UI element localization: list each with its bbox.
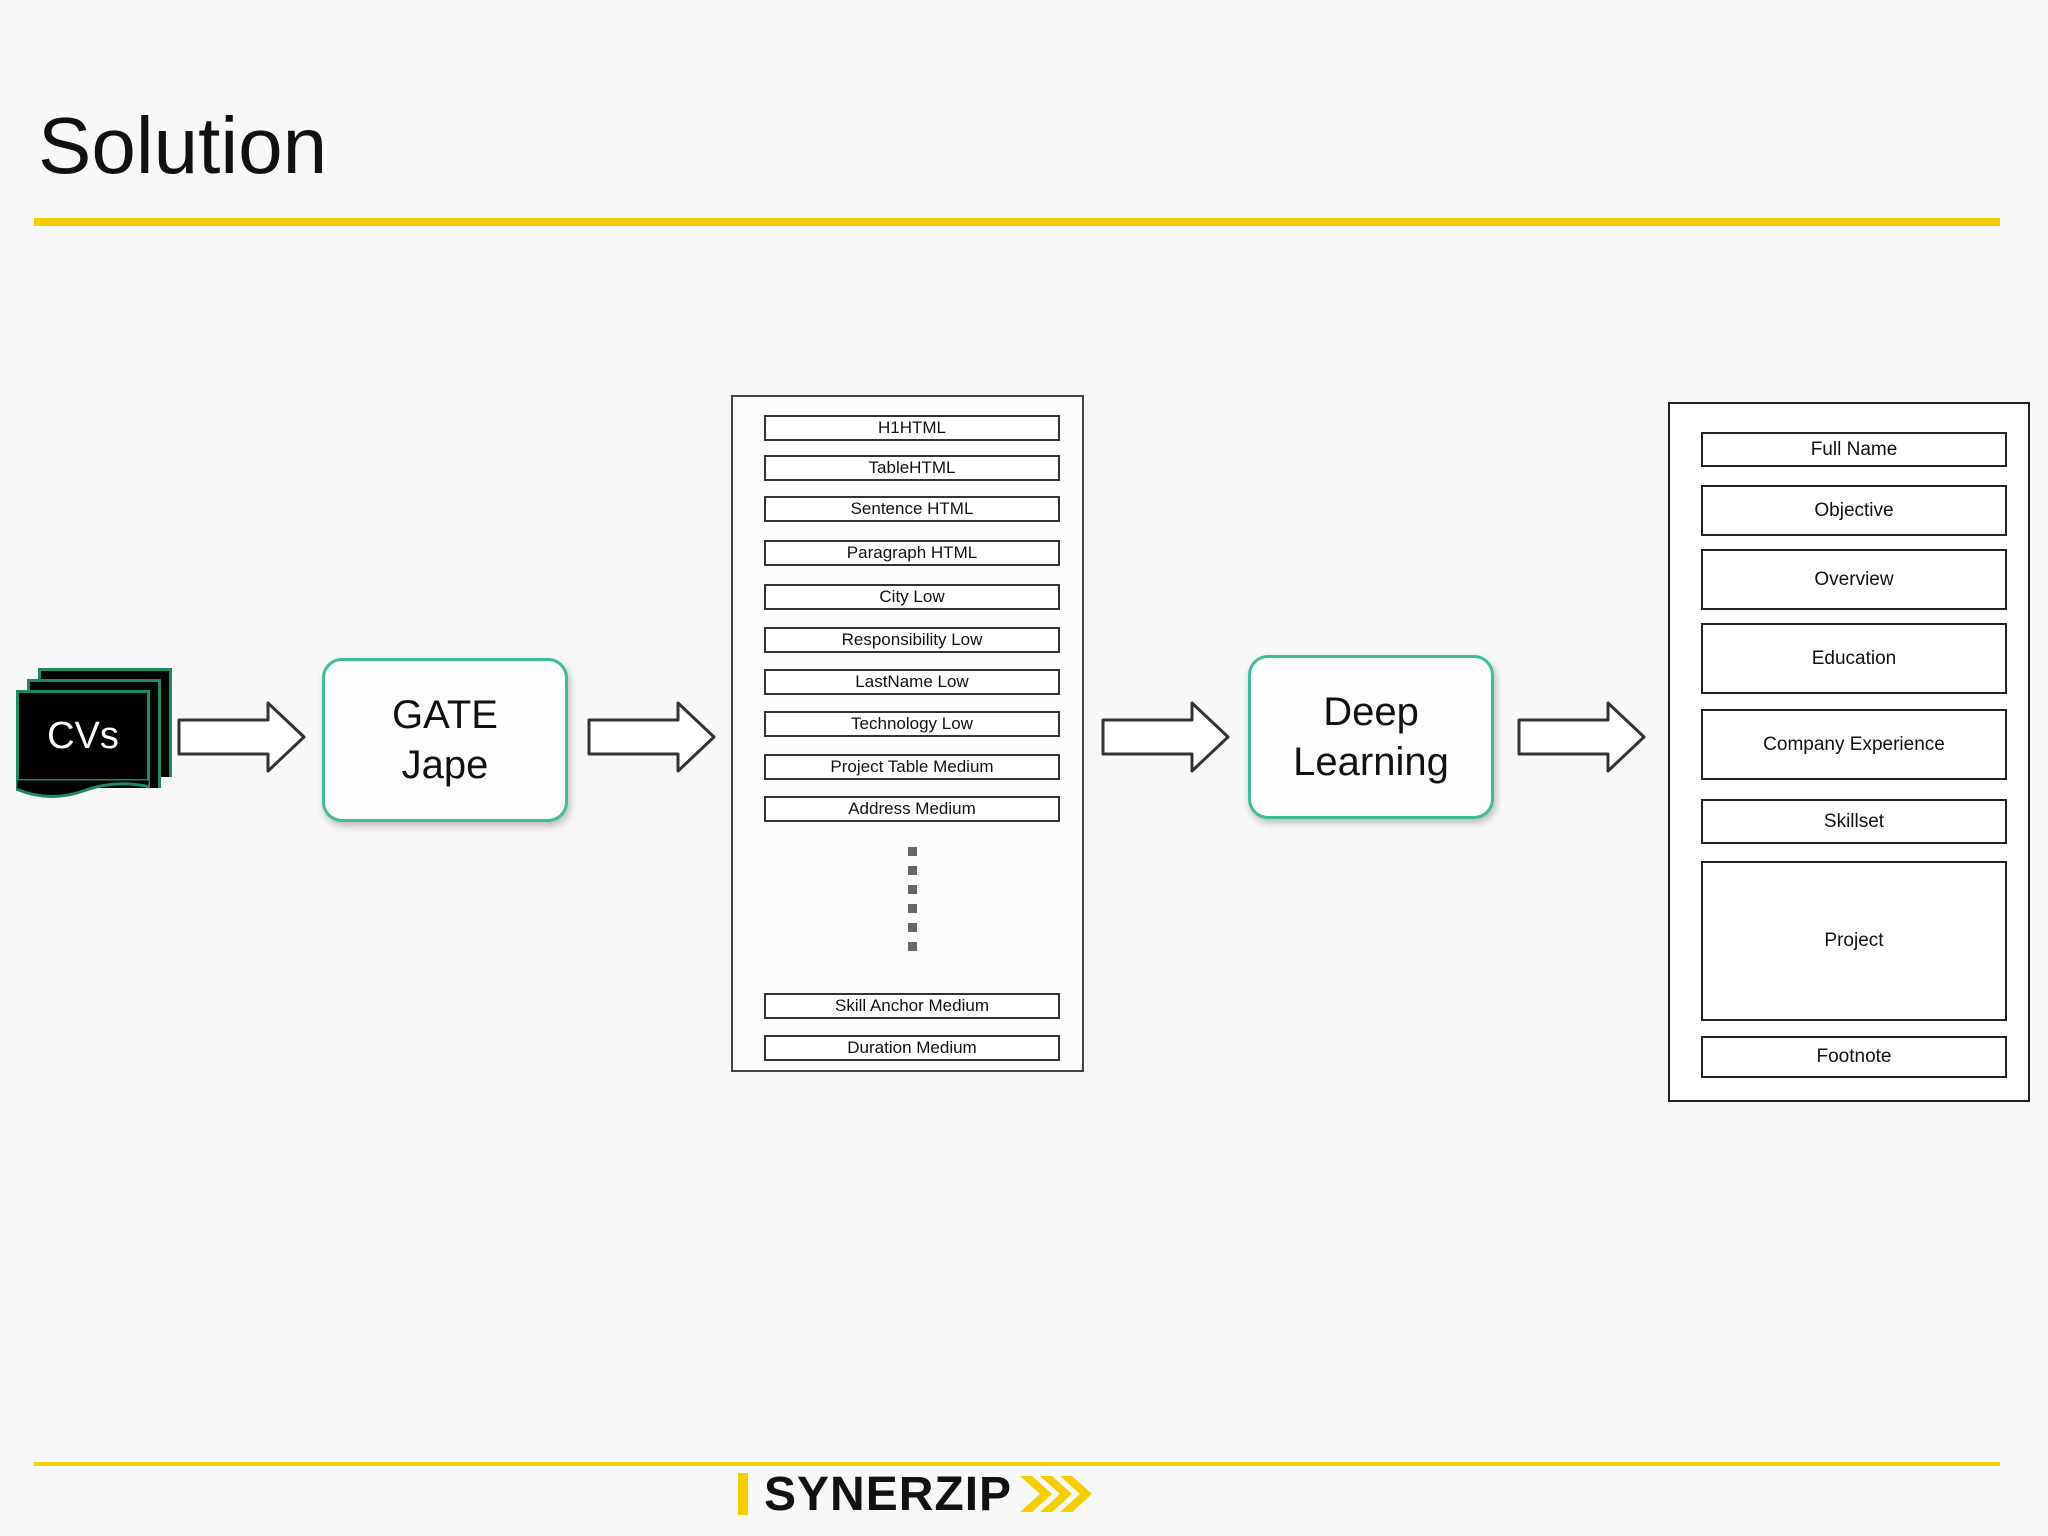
- cv-sections-panel: Full Name Objective Overview Education C…: [1668, 402, 2030, 1102]
- gate-jape-box: GATE Jape: [322, 658, 568, 822]
- token-features-panel: H1HTML TableHTML Sentence HTML Paragraph…: [731, 395, 1084, 1072]
- token-feature: Technology Low: [764, 711, 1060, 737]
- token-feature: Address Medium: [764, 796, 1060, 822]
- section-box: Objective: [1701, 485, 2007, 536]
- deep-learning-box: Deep Learning: [1248, 655, 1494, 819]
- arrow-right-icon: [1100, 700, 1232, 774]
- section-box: Footnote: [1701, 1036, 2007, 1078]
- section-box: Education: [1701, 623, 2007, 694]
- title-underline: [34, 218, 2000, 226]
- token-feature: Project Table Medium: [764, 754, 1060, 780]
- token-feature: Responsibility Low: [764, 627, 1060, 653]
- vertical-ellipsis-icon: [908, 847, 917, 961]
- arrow-right-icon: [586, 700, 718, 774]
- section-box: Project: [1701, 861, 2007, 1021]
- cvs-label: CVs: [47, 714, 119, 757]
- double-chevron-icon: [1020, 1476, 1093, 1512]
- arrow-right-icon: [176, 700, 308, 774]
- document-wave-icon: [16, 779, 150, 799]
- jape-label: Jape: [401, 743, 489, 787]
- token-feature: Duration Medium: [764, 1035, 1060, 1061]
- section-box: Full Name: [1701, 432, 2007, 467]
- token-feature: Sentence HTML: [764, 496, 1060, 522]
- token-feature: Paragraph HTML: [764, 540, 1060, 566]
- slide-title: Solution: [38, 101, 328, 190]
- synerzip-logo: SYNERZIP: [738, 1467, 1100, 1521]
- token-feature: LastName Low: [764, 669, 1060, 695]
- footer-rule: [34, 1462, 2000, 1466]
- deep-label: Deep: [1323, 690, 1419, 734]
- learning-label: Learning: [1293, 740, 1449, 784]
- token-feature: TableHTML: [764, 455, 1060, 481]
- section-box: Company Experience: [1701, 709, 2007, 780]
- cv-sheet-front: [16, 690, 150, 799]
- token-feature: Skill Anchor Medium: [764, 993, 1060, 1019]
- arrow-right-icon: [1516, 700, 1648, 774]
- token-feature: H1HTML: [764, 415, 1060, 441]
- section-box: Overview: [1701, 549, 2007, 610]
- section-box: Skillset: [1701, 799, 2007, 844]
- token-feature: City Low: [764, 584, 1060, 610]
- cvs-document-stack: CVs: [16, 668, 172, 799]
- logo-bar: [738, 1473, 748, 1515]
- gate-label: GATE: [392, 693, 498, 737]
- logo-wordmark: SYNERZIP: [764, 1467, 1013, 1521]
